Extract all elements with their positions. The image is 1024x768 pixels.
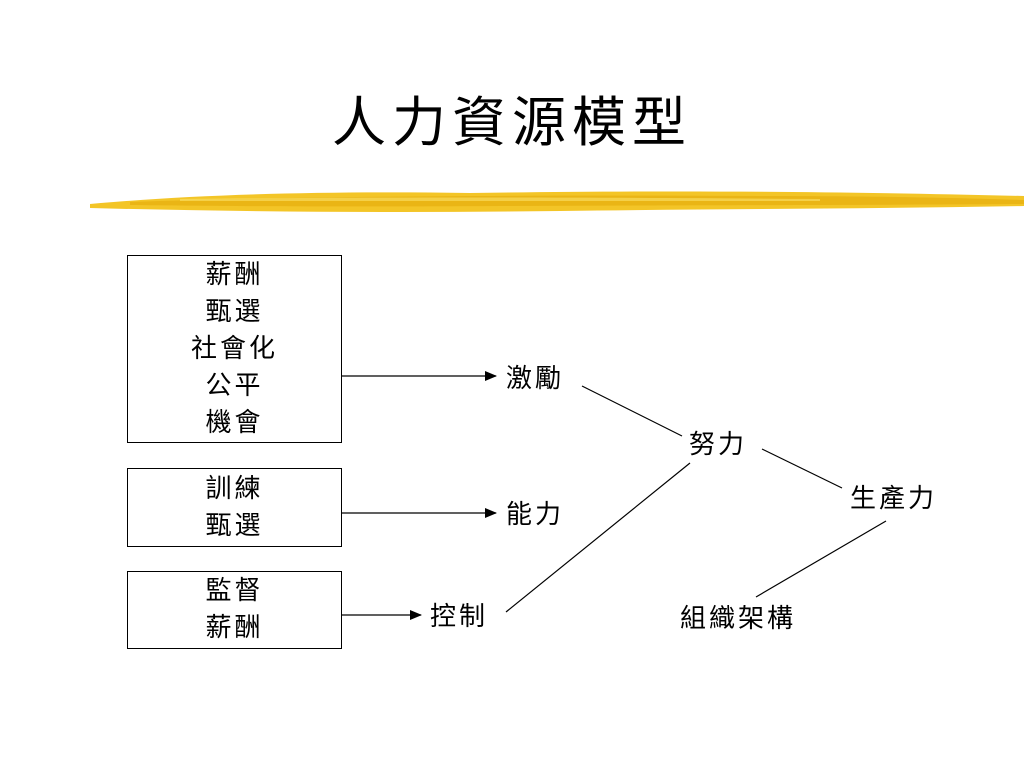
- yellow-brush-stroke-divider: [90, 191, 1024, 212]
- hr-practices-box-control: 監督 薪酬: [127, 571, 342, 649]
- box-1-line-selection: 甄選: [205, 296, 264, 327]
- box-1-line-opportunity: 機會: [205, 407, 264, 438]
- box-2-line-training: 訓練: [205, 473, 264, 504]
- slide-title: 人力資源模型: [332, 91, 692, 154]
- box-3-line-supervision: 監督: [205, 576, 264, 606]
- hr-practices-box-motivation: 薪酬 甄選 社會化 公平 機會: [127, 255, 342, 443]
- node-productivity: 生產力: [850, 484, 938, 514]
- hr-practices-box-ability: 訓練 甄選: [127, 468, 342, 547]
- node-motivation: 激勵: [506, 364, 565, 394]
- line-effort-to-productivity: [761, 448, 843, 489]
- box-1-line-socialization: 社會化: [190, 333, 278, 364]
- box-2-line-selection: 甄選: [205, 510, 264, 541]
- node-control: 控制: [430, 602, 489, 632]
- node-ability: 能力: [506, 500, 565, 530]
- line-control-to-effort: [505, 462, 691, 613]
- node-organizational-structure: 組織架構: [680, 604, 797, 634]
- line-structure-to-productivity: [755, 520, 887, 598]
- line-motivation-to-effort: [581, 385, 683, 437]
- box-1-line-compensation: 薪酬: [205, 259, 264, 290]
- box-3-line-compensation: 薪酬: [205, 613, 264, 643]
- box-1-line-fairness: 公平: [205, 370, 264, 401]
- node-effort: 努力: [689, 430, 748, 460]
